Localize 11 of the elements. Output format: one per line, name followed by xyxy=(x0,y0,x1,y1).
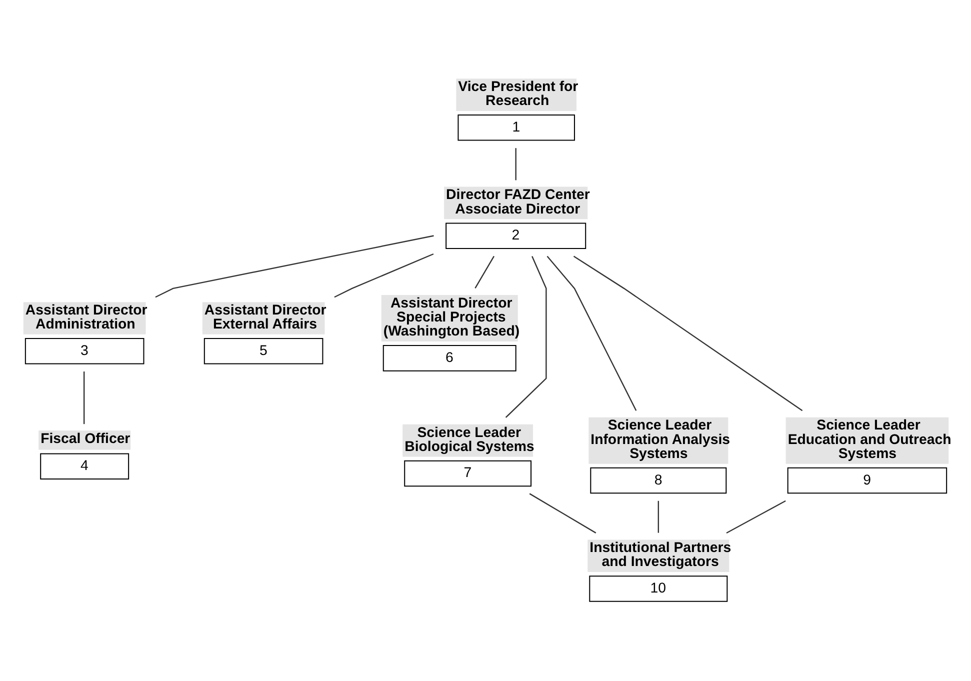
connector xyxy=(474,256,494,288)
connector xyxy=(515,148,516,180)
connector xyxy=(658,500,660,533)
connector xyxy=(529,493,596,534)
connector xyxy=(155,235,434,298)
connector xyxy=(334,253,434,298)
connector xyxy=(505,256,547,418)
connector xyxy=(726,500,786,534)
connector xyxy=(573,256,803,412)
connector xyxy=(83,372,85,424)
connector xyxy=(546,256,637,411)
